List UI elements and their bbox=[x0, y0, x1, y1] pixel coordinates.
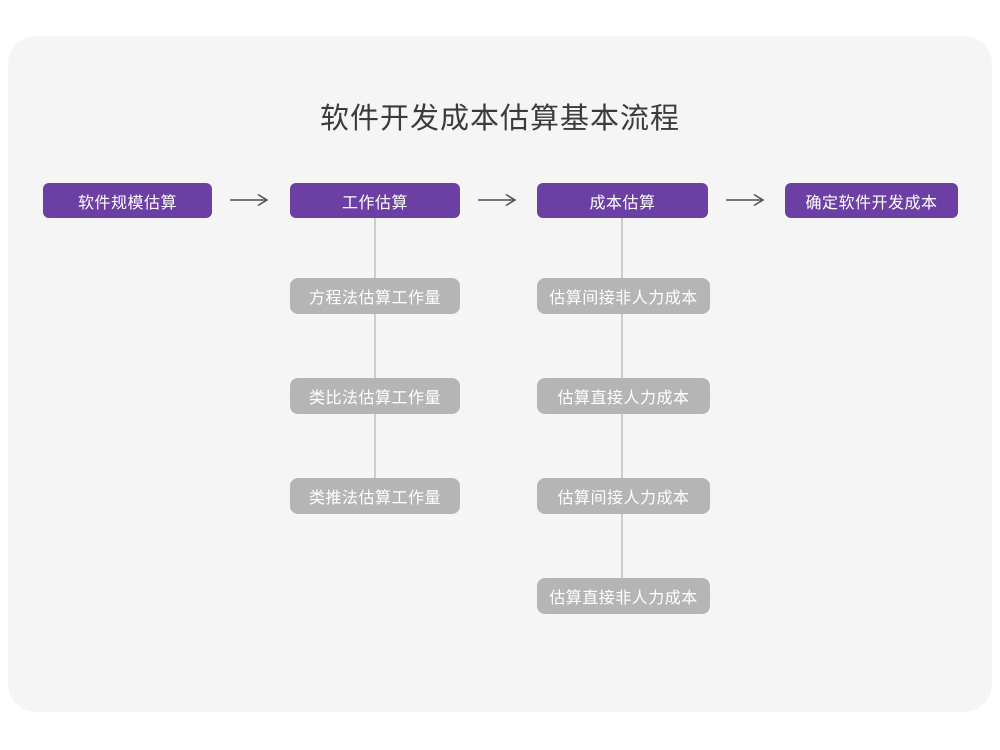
arrow-right-icon bbox=[230, 193, 269, 207]
substep-analogy-method-workload[interactable]: 类比法估算工作量 bbox=[290, 378, 460, 414]
diagram-canvas bbox=[8, 36, 992, 712]
stage-box-determine-development-cost[interactable]: 确定软件开发成本 bbox=[785, 183, 958, 218]
substep-direct-labor-cost[interactable]: 估算直接人力成本 bbox=[537, 378, 710, 414]
substep-equation-method-workload[interactable]: 方程法估算工作量 bbox=[290, 278, 460, 314]
stage-box-software-scale-estimation[interactable]: 软件规模估算 bbox=[43, 183, 212, 218]
substep-extrapolation-method-workload[interactable]: 类推法估算工作量 bbox=[290, 478, 460, 514]
connector-line-work-estimation bbox=[374, 218, 376, 496]
substep-indirect-labor-cost[interactable]: 估算间接人力成本 bbox=[537, 478, 710, 514]
substep-direct-non-labor-cost[interactable]: 估算直接非人力成本 bbox=[537, 578, 710, 614]
stage-box-cost-estimation[interactable]: 成本估算 bbox=[537, 183, 708, 218]
arrow-right-icon bbox=[726, 193, 765, 207]
diagram-title: 软件开发成本估算基本流程 bbox=[319, 103, 680, 135]
arrow-right-icon bbox=[478, 193, 517, 207]
substep-indirect-non-labor-cost[interactable]: 估算间接非人力成本 bbox=[537, 278, 710, 314]
stage-box-work-estimation[interactable]: 工作估算 bbox=[290, 183, 460, 218]
